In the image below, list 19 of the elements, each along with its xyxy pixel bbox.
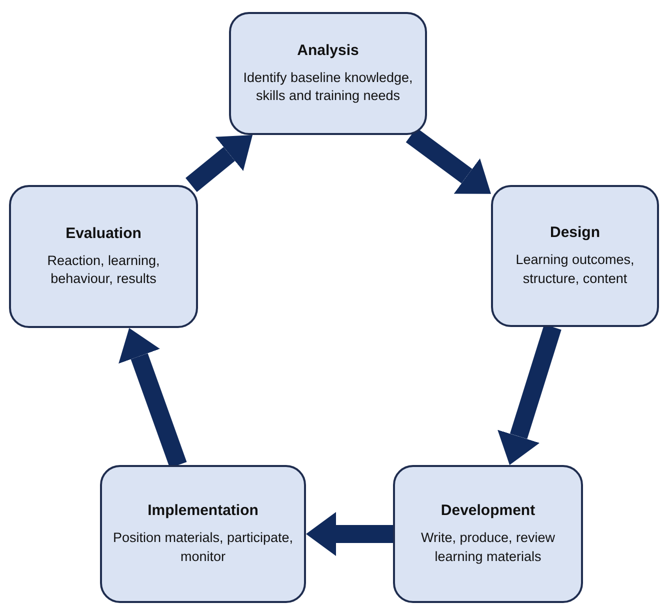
block-arrow	[306, 512, 393, 556]
step-description: Position materials, participate, monitor	[112, 529, 294, 566]
step-title: Implementation	[148, 502, 258, 520]
step-title: Design	[550, 224, 600, 242]
process-box	[229, 12, 427, 135]
step-title: Development	[440, 502, 536, 520]
process-box	[9, 185, 198, 328]
process-box	[491, 185, 659, 327]
step-title: Analysis	[297, 42, 359, 59]
block-arrow	[406, 128, 491, 194]
process-box	[100, 465, 306, 603]
block-arrow	[498, 324, 562, 465]
step-description: Reaction, learning, behaviour, results	[46, 252, 161, 288]
step-description: Write, produce, review learning materials	[420, 529, 556, 566]
block-arrow	[186, 135, 253, 192]
process-box	[393, 465, 583, 603]
step-title: Evaluation	[66, 224, 142, 242]
step-description: Learning outcomes, structure, content	[514, 251, 636, 288]
step-description: Identify baseline knowledge, skills and training needs	[242, 68, 414, 105]
